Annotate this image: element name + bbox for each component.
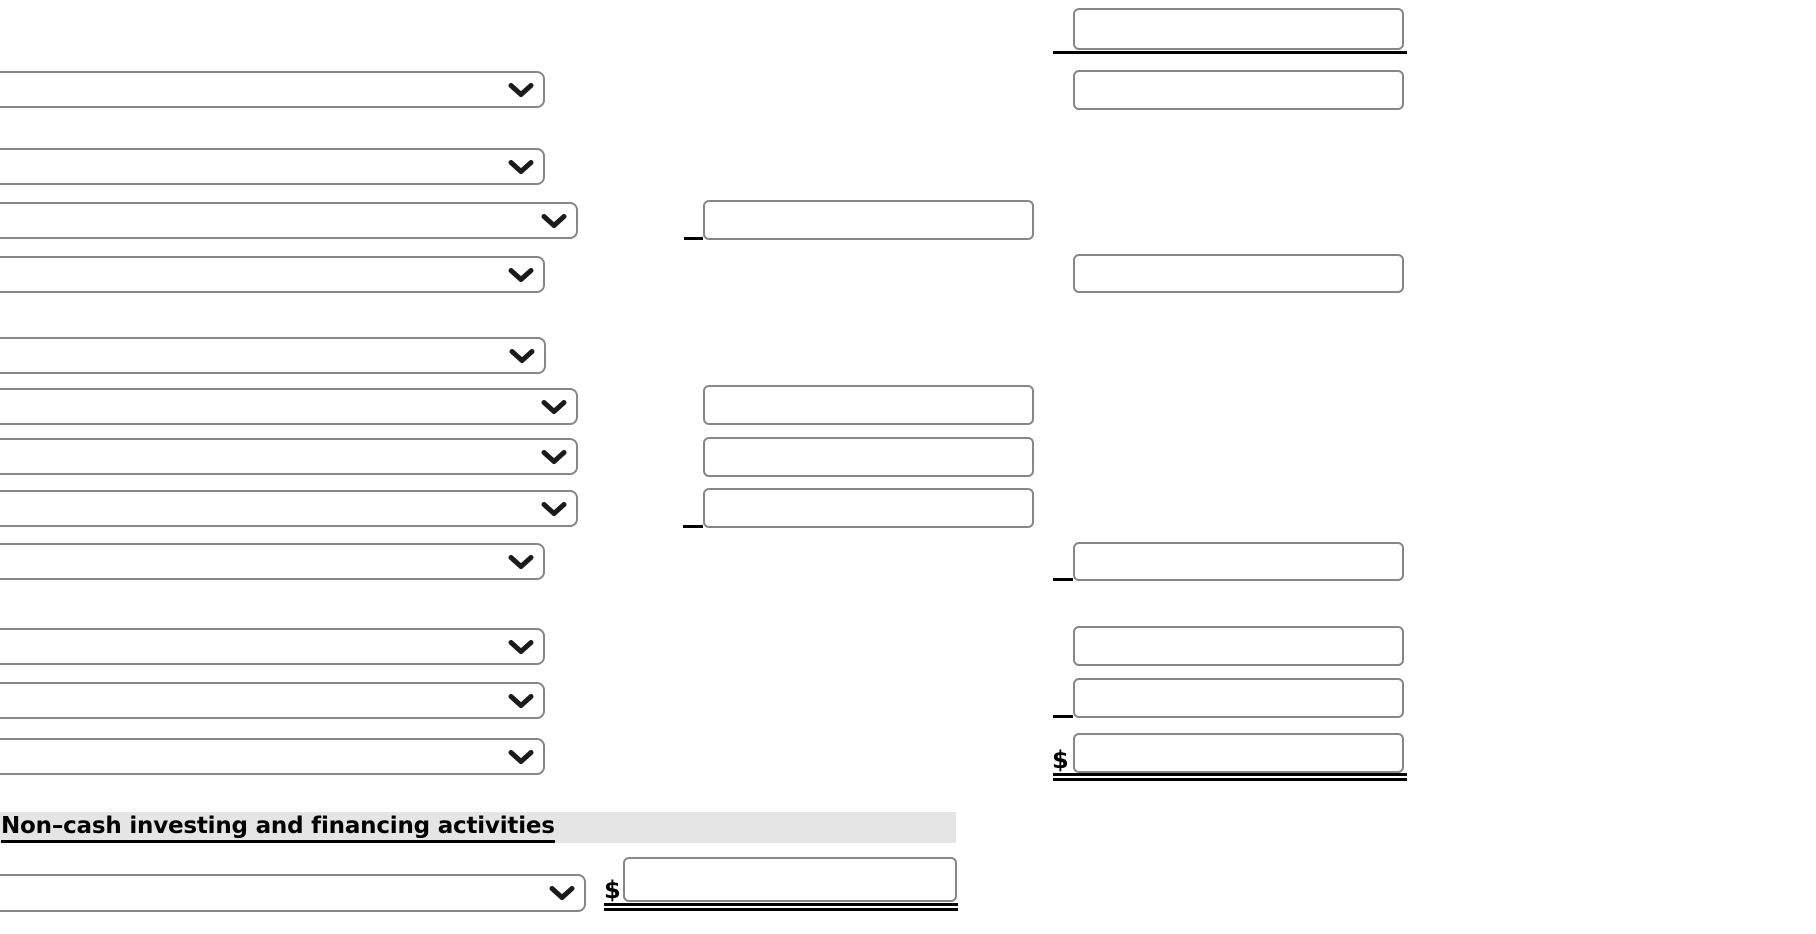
line-item-field-10 bbox=[0, 628, 545, 665]
amount-input-right-4[interactable] bbox=[1073, 542, 1404, 581]
line-item-select-8[interactable] bbox=[0, 490, 578, 527]
line-item-field-7 bbox=[0, 438, 578, 475]
amount-input-middle-2[interactable] bbox=[703, 385, 1034, 425]
amount-input-right-1[interactable] bbox=[1073, 8, 1404, 50]
amount-input-right-2[interactable] bbox=[1073, 70, 1404, 110]
line-item-field-1 bbox=[0, 71, 545, 108]
line-item-select-1[interactable] bbox=[0, 71, 545, 108]
line-item-field-4 bbox=[0, 256, 545, 293]
currency-symbol-noncash: $ bbox=[604, 876, 621, 904]
line-item-select-6[interactable] bbox=[0, 388, 578, 425]
line-item-field-6 bbox=[0, 388, 578, 425]
line-item-field-11 bbox=[0, 682, 545, 719]
line-item-select-9[interactable] bbox=[0, 543, 545, 580]
amount-input-middle-1[interactable] bbox=[703, 200, 1034, 240]
line-item-select-4[interactable] bbox=[0, 256, 545, 293]
line-item-field-5 bbox=[0, 337, 546, 374]
line-item-select-3[interactable] bbox=[0, 202, 578, 239]
amount-input-middle-4[interactable] bbox=[703, 488, 1034, 528]
line-item-select-10[interactable] bbox=[0, 628, 545, 665]
line-item-select-7[interactable] bbox=[0, 438, 578, 475]
line-item-field-12 bbox=[0, 738, 545, 775]
noncash-item-field bbox=[0, 874, 586, 912]
double-underline-total bbox=[1053, 773, 1407, 781]
single-underline-rule bbox=[1053, 51, 1407, 54]
section-header-noncash: Non–cash investing and financing activit… bbox=[0, 812, 956, 843]
line-item-field-8 bbox=[0, 490, 578, 527]
item-underline-prefix bbox=[1053, 715, 1073, 718]
amount-input-right-total[interactable] bbox=[1073, 733, 1404, 773]
amount-input-middle-3[interactable] bbox=[703, 437, 1034, 477]
line-item-select-2[interactable] bbox=[0, 148, 545, 185]
item-underline-prefix bbox=[683, 525, 703, 528]
item-underline-prefix bbox=[1053, 578, 1073, 581]
amount-input-right-5[interactable] bbox=[1073, 626, 1404, 666]
double-underline-noncash bbox=[604, 903, 958, 911]
line-item-field-2 bbox=[0, 148, 545, 185]
section-header-label: Non–cash investing and financing activit… bbox=[1, 812, 555, 843]
noncash-item-select[interactable] bbox=[0, 874, 586, 912]
amount-input-right-6[interactable] bbox=[1073, 678, 1404, 718]
line-item-field-9 bbox=[0, 543, 545, 580]
noncash-amount-input[interactable] bbox=[623, 857, 957, 902]
item-underline-prefix bbox=[684, 237, 703, 240]
line-item-select-5[interactable] bbox=[0, 337, 546, 374]
currency-symbol-total: $ bbox=[1052, 746, 1069, 774]
line-item-field-3 bbox=[0, 202, 578, 239]
amount-input-right-3[interactable] bbox=[1073, 254, 1404, 293]
line-item-select-12[interactable] bbox=[0, 738, 545, 775]
line-item-select-11[interactable] bbox=[0, 682, 545, 719]
